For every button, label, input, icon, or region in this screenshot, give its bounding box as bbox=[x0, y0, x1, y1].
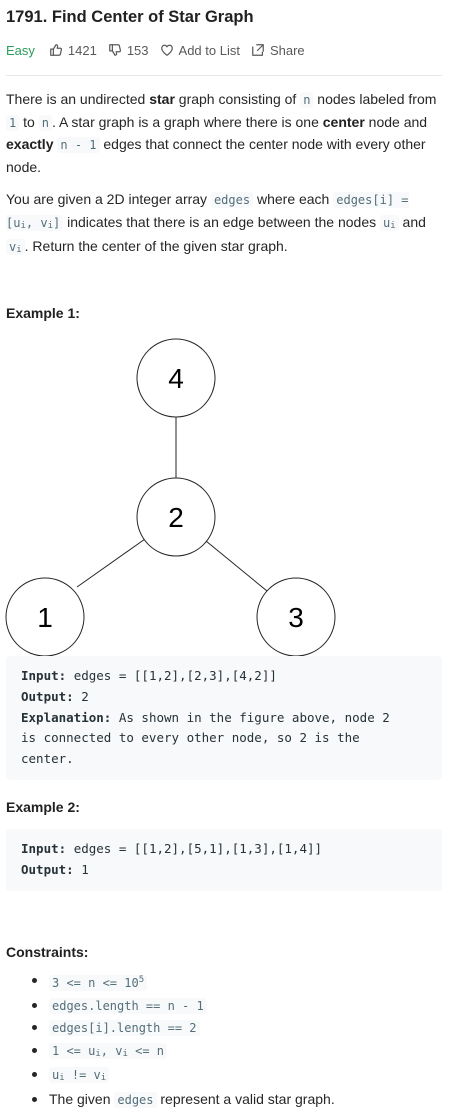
constraints-heading: Constraints: bbox=[6, 944, 89, 960]
graph-node-1: 1 bbox=[5, 577, 85, 657]
constraint-item: 3 <= n <= 105 bbox=[6, 970, 446, 995]
description-paragraph-1: There is an undirected star graph consis… bbox=[6, 91, 437, 176]
graph-edge-2-3 bbox=[205, 540, 268, 592]
example-1-code-block: Input: edges = [[1,2],[2,3],[4,2]] Outpu… bbox=[6, 656, 442, 780]
svg-text:1: 1 bbox=[37, 602, 53, 633]
constraint-item: 1 <= ui, vi <= n bbox=[6, 1040, 446, 1065]
constraint-item: The given edges represent a valid star g… bbox=[6, 1089, 446, 1112]
header-divider bbox=[6, 75, 442, 76]
share-icon bbox=[252, 44, 264, 56]
difficulty-badge: Easy bbox=[6, 42, 35, 58]
constraints-list: 3 <= n <= 105 edges.length == n - 1 edge… bbox=[6, 970, 446, 1111]
graph-node-2: 2 bbox=[136, 477, 216, 557]
description-paragraph-2: You are given a 2D integer array edges w… bbox=[6, 191, 426, 256]
graph-node-3: 3 bbox=[256, 577, 336, 657]
constraint-item: edges[i].length == 2 bbox=[6, 1017, 446, 1040]
dislike-button[interactable]: 153 bbox=[108, 43, 149, 58]
constraint-item: edges.length == n - 1 bbox=[6, 995, 446, 1018]
heart-icon bbox=[160, 44, 173, 56]
problem-meta-bar: Easy 1421 153 Add to List Share bbox=[6, 41, 316, 59]
example-2-heading: Example 2: bbox=[6, 799, 80, 815]
like-button[interactable]: 1421 bbox=[49, 43, 97, 58]
share-button[interactable]: Share bbox=[251, 43, 305, 58]
svg-text:3: 3 bbox=[288, 602, 304, 633]
share-label: Share bbox=[269, 42, 305, 58]
like-count: 1421 bbox=[67, 42, 97, 58]
example-2-code-block: Input: edges = [[1,2],[5,1],[1,3],[1,4]]… bbox=[6, 829, 442, 891]
add-to-list-label: Add to List bbox=[178, 42, 240, 58]
graph-edge-2-1 bbox=[76, 538, 146, 588]
thumbs-down-icon bbox=[108, 44, 121, 56]
example-1-heading: Example 1: bbox=[6, 305, 80, 321]
svg-text:4: 4 bbox=[168, 363, 184, 394]
problem-title: 1791. Find Center of Star Graph bbox=[6, 8, 254, 26]
graph-node-4: 4 bbox=[136, 338, 216, 418]
svg-text:2: 2 bbox=[168, 502, 184, 533]
constraint-item: ui != vi bbox=[6, 1064, 446, 1089]
thumbs-up-icon bbox=[50, 44, 62, 56]
example-1-star-graph: 4 2 1 3 bbox=[5, 338, 336, 657]
dislike-count: 153 bbox=[126, 42, 149, 58]
add-to-list-button[interactable]: Add to List bbox=[160, 43, 240, 58]
